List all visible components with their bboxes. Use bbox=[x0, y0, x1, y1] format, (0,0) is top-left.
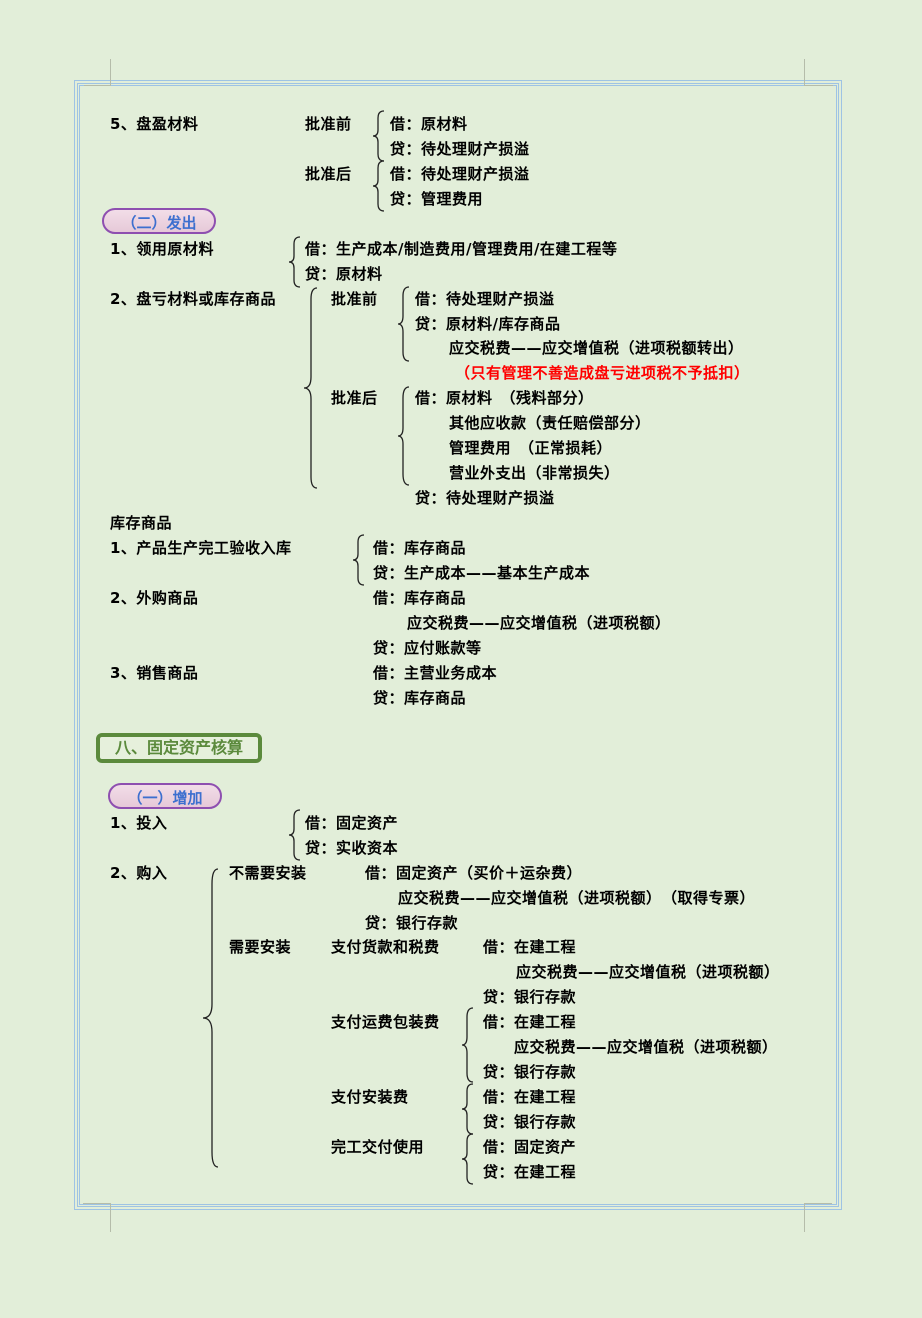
surplus-before-label: 批准前 bbox=[305, 115, 352, 133]
stock-item1-debit: 借：库存商品 bbox=[373, 539, 467, 557]
issue-before-label: 批准前 bbox=[331, 290, 378, 308]
fa-item2-title: 2、购入 bbox=[110, 864, 168, 882]
stock-item1-credit: 贷：生产成本——基本生产成本 bbox=[373, 564, 591, 582]
fa-pay-freight-label: 支付运费包装费 bbox=[331, 1013, 440, 1031]
issue-after-debit3: 管理费用 （正常损耗） bbox=[449, 439, 613, 457]
issue-after-debit4: 营业外支出（非常损失） bbox=[449, 464, 620, 482]
brace-icon bbox=[202, 868, 219, 1168]
brace-icon bbox=[288, 236, 301, 288]
surplus-after-label: 批准后 bbox=[305, 165, 352, 183]
page-border bbox=[74, 80, 842, 1210]
fa-pay-install-credit: 贷：银行存款 bbox=[483, 1113, 577, 1131]
issue-after-credit: 贷：待处理财产损溢 bbox=[415, 489, 555, 507]
brace-icon bbox=[461, 1083, 474, 1135]
brace-icon bbox=[461, 1133, 474, 1185]
fa-pay-freight-debit2: 应交税费——应交增值税（进项税额） bbox=[514, 1038, 778, 1056]
fa-complete-debit: 借：固定资产 bbox=[483, 1138, 577, 1156]
surplus-before-debit: 借：原材料 bbox=[390, 115, 468, 133]
fa-complete-label: 完工交付使用 bbox=[331, 1138, 425, 1156]
fa-no-install-label: 不需要安装 bbox=[229, 864, 307, 882]
fa-pay-install-debit: 借：在建工程 bbox=[483, 1088, 577, 1106]
issue-after-debit1: 借：原材料 （残料部分） bbox=[415, 389, 594, 407]
fa-pay-freight-debit: 借：在建工程 bbox=[483, 1013, 577, 1031]
stock-heading: 库存商品 bbox=[110, 514, 173, 532]
surplus-after-debit: 借：待处理财产损溢 bbox=[390, 165, 530, 183]
issue-after-debit2: 其他应收款（责任赔偿部分） bbox=[449, 414, 651, 432]
fa-install-label: 需要安装 bbox=[229, 938, 292, 956]
crop-mark-br-h bbox=[804, 1203, 832, 1204]
surplus-after-credit: 贷：管理费用 bbox=[390, 190, 484, 208]
section-title-fixed-assets: 八、固定资产核算 bbox=[96, 733, 262, 763]
brace-icon bbox=[372, 110, 385, 162]
fa-no-install-debit: 借：固定资产（买价＋运杂费） bbox=[365, 864, 583, 882]
fa-no-install-credit: 贷：银行存款 bbox=[365, 914, 459, 932]
stock-item3-credit: 贷：库存商品 bbox=[373, 689, 467, 707]
fa-pay-freight-credit: 贷：银行存款 bbox=[483, 1063, 577, 1081]
issue-before-credit: 贷：原材料/库存商品 bbox=[415, 315, 561, 333]
surplus-title: 5、盘盈材料 bbox=[110, 115, 199, 133]
issue-before-credit2: 应交税费——应交增值税（进项税额转出） bbox=[449, 339, 744, 357]
fa-item1-title: 1、投入 bbox=[110, 814, 168, 832]
stock-item3-title: 3、销售商品 bbox=[110, 664, 199, 682]
fa-complete-credit: 贷：在建工程 bbox=[483, 1163, 577, 1181]
brace-icon bbox=[397, 286, 410, 362]
fa-pay-goods-label: 支付货款和税费 bbox=[331, 938, 440, 956]
issue-after-label: 批准后 bbox=[331, 389, 378, 407]
issue-item2-title: 2、盘亏材料或库存商品 bbox=[110, 290, 276, 308]
fa-no-install-debit2: 应交税费——应交增值税（进项税额） （取得专票） bbox=[398, 889, 756, 907]
stock-item2-debit2: 应交税费——应交增值税（进项税额） bbox=[407, 614, 671, 632]
brace-icon bbox=[461, 1007, 474, 1083]
brace-icon bbox=[372, 160, 385, 212]
badge-increase: （一）增加 bbox=[108, 783, 222, 809]
fa-item1-credit: 贷：实收资本 bbox=[305, 839, 399, 857]
stock-item1-title: 1、产品生产完工验收入库 bbox=[110, 539, 292, 557]
fa-pay-goods-debit: 借：在建工程 bbox=[483, 938, 577, 956]
crop-mark-tr bbox=[804, 59, 805, 86]
brace-icon bbox=[352, 534, 365, 586]
stock-item2-credit: 贷：应付账款等 bbox=[373, 639, 482, 657]
badge-issue: （二）发出 bbox=[102, 208, 216, 234]
fa-pay-goods-debit2: 应交税费——应交增值税（进项税额） bbox=[516, 963, 780, 981]
crop-mark-tr-h bbox=[804, 85, 833, 86]
stock-item3-debit: 借：主营业务成本 bbox=[373, 664, 498, 682]
fa-pay-goods-credit: 贷：银行存款 bbox=[483, 988, 577, 1006]
issue-before-debit: 借：待处理财产损溢 bbox=[415, 290, 555, 308]
issue-item1-credit: 贷：原材料 bbox=[305, 265, 383, 283]
fa-pay-install-label: 支付安装费 bbox=[331, 1088, 409, 1106]
crop-mark-br bbox=[804, 1203, 805, 1232]
stock-item2-title: 2、外购商品 bbox=[110, 589, 199, 607]
brace-icon bbox=[397, 386, 410, 486]
crop-mark-tl-h bbox=[84, 85, 111, 86]
issue-item1-debit: 借：生产成本/制造费用/管理费用/在建工程等 bbox=[305, 240, 618, 258]
crop-mark-bl bbox=[110, 1203, 111, 1232]
fa-item1-debit: 借：固定资产 bbox=[305, 814, 399, 832]
issue-item1-title: 1、领用原材料 bbox=[110, 240, 214, 258]
issue-note-red: （只有管理不善造成盘亏进项税不予抵扣） bbox=[455, 364, 750, 382]
crop-mark-tl bbox=[110, 59, 111, 86]
surplus-before-credit: 贷：待处理财产损溢 bbox=[390, 140, 530, 158]
crop-mark-bl-h bbox=[83, 1203, 111, 1204]
brace-icon bbox=[288, 809, 301, 861]
stock-item2-debit: 借：库存商品 bbox=[373, 589, 467, 607]
brace-icon bbox=[303, 287, 318, 489]
